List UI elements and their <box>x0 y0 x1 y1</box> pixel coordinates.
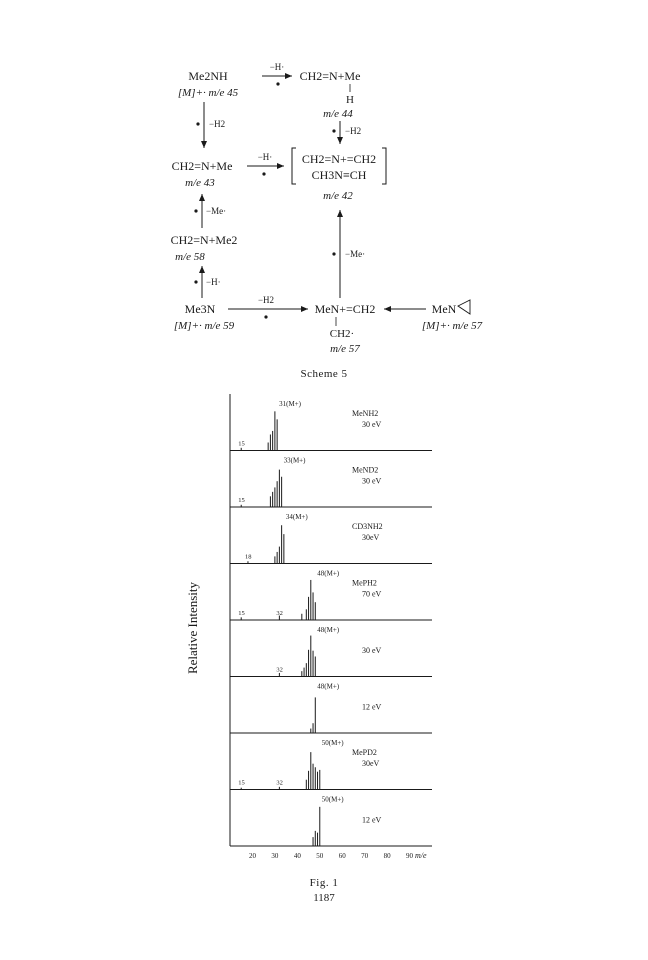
peak-mass-label: 32 <box>276 667 283 674</box>
page-number: 1187 <box>313 892 335 904</box>
metastable-dot-icon <box>194 280 198 284</box>
molecular-ion-label: 33(M+) <box>284 457 307 465</box>
substituent-h: H <box>346 94 354 106</box>
arrow-label: −H· <box>206 277 221 287</box>
node-dimethylamine: Me2NH [M]+· m/e 45 <box>178 69 239 99</box>
x-tick-label: 90 <box>406 852 414 860</box>
peak-mass-label: 15 <box>238 441 245 448</box>
formula-m44: CH2=N+Me <box>300 69 361 83</box>
arrow-label: −Me· <box>206 206 226 216</box>
energy-label: 70 eV <box>362 590 382 599</box>
formula-m43: CH2=N+Me <box>172 159 233 173</box>
label-m43: m/e 43 <box>185 177 215 189</box>
compound-label: MeNH2 <box>352 409 378 418</box>
formula-m42-a: CH2=N+=CH2 <box>302 152 376 166</box>
x-tick-label: 70 <box>361 852 369 860</box>
peak-mass-label: 18 <box>245 554 252 561</box>
node-m43: CH2=N+Me m/e 43 <box>172 159 233 189</box>
substituent-ch2: CH2· <box>330 328 354 340</box>
compound-label: MePD2 <box>352 748 377 757</box>
molecular-ion-label: 48(M+) <box>317 570 340 578</box>
label-m57: m/e 57 <box>330 343 360 355</box>
formula-dimethylamine: Me2NH <box>188 69 228 83</box>
label-m58: m/e 58 <box>175 251 205 263</box>
label-aziridine: [M]+· m/e 57 <box>422 320 483 332</box>
metastable-dot-icon <box>332 252 336 256</box>
x-axis-unit: m/e <box>415 851 427 860</box>
x-tick-label: 80 <box>384 852 392 860</box>
molecular-ion-label: 50(M+) <box>322 739 345 747</box>
node-m57: MeN+=CH2 CH2· m/e 57 <box>315 302 376 355</box>
metastable-dot-icon <box>276 82 280 86</box>
arrow-44-to-42: −H2 <box>332 121 361 144</box>
x-tick-label: 50 <box>316 852 324 860</box>
molecular-ion-label: 50(M+) <box>322 796 345 804</box>
peak-mass-label: 15 <box>238 780 245 787</box>
label-m44: m/e 44 <box>323 108 353 120</box>
energy-label: 12 eV <box>362 816 382 825</box>
arrow-label: −H· <box>258 152 273 162</box>
metastable-dot-icon <box>194 209 198 213</box>
energy-label: 30eV <box>362 759 380 768</box>
compound-label: MeND2 <box>352 466 378 475</box>
label-m59: [M]+· m/e 59 <box>174 320 235 332</box>
x-tick-label: 60 <box>339 852 347 860</box>
node-m44: CH2=N+Me H m/e 44 <box>300 69 361 120</box>
aziridine-ring-icon <box>457 299 471 315</box>
arrow-57-to-42: −Me· <box>332 210 365 298</box>
formula-m58: CH2=N+Me2 <box>171 233 238 247</box>
compound-label: MePH2 <box>352 579 377 588</box>
arrow-58-to-43: −Me· <box>194 194 226 228</box>
x-tick-label: 20 <box>249 852 257 860</box>
energy-label: 30 eV <box>362 420 382 429</box>
metastable-dot-icon <box>262 172 266 176</box>
scheme-caption: Scheme 5 <box>300 368 348 380</box>
node-trimethylamine: Me3N [M]+· m/e 59 <box>174 302 235 332</box>
energy-label: 12 eV <box>362 703 382 712</box>
peak-mass-label: 32 <box>276 780 283 787</box>
arrow-45-to-44: −H· <box>262 62 292 86</box>
bracket-left <box>291 147 296 185</box>
formula-m42-b: CH3N≡CH <box>312 168 367 182</box>
node-m42: CH2=N+=CH2 CH3N≡CH m/e 42 <box>291 147 387 202</box>
arrow-label: −H2 <box>345 126 361 136</box>
molecular-ion-label: 34(M+) <box>286 513 309 521</box>
metastable-dot-icon <box>264 315 268 319</box>
arrow-59-to-57: −H2 <box>228 295 308 319</box>
energy-label: 30 eV <box>362 477 382 486</box>
metastable-dot-icon <box>196 122 200 126</box>
arrow-43-to-42: −H· <box>247 152 284 176</box>
energy-label: 30 eV <box>362 646 382 655</box>
arrow-59-to-58: −H· <box>194 266 221 298</box>
x-tick-label: 30 <box>271 852 279 860</box>
peak-mass-label: 15 <box>238 497 245 504</box>
label-m45: [M]+· m/e 45 <box>178 87 239 99</box>
label-m42: m/e 42 <box>323 190 353 202</box>
formula-aziridine: MeN <box>432 302 457 316</box>
molecular-ion-label: 31(M+) <box>279 400 302 408</box>
metastable-dot-icon <box>332 129 336 133</box>
node-m58: CH2=N+Me2 m/e 58 <box>171 233 238 263</box>
peak-mass-label: 15 <box>238 610 245 617</box>
compound-label: CD3NH2 <box>352 522 383 531</box>
arrow-45-to-43: −H2 <box>196 102 225 148</box>
peak-mass-label: 32 <box>276 610 283 617</box>
node-aziridine: MeN [M]+· m/e 57 <box>422 299 483 332</box>
molecular-ion-label: 48(M+) <box>317 683 340 691</box>
arrow-label: −Me· <box>345 249 365 259</box>
arrow-label: −H2 <box>258 295 274 305</box>
reaction-scheme: Me2NH [M]+· m/e 45 CH2=N+Me H m/e 44 CH2… <box>171 62 483 355</box>
figure-caption: Fig. 1 <box>309 877 339 889</box>
arrow-label: −H· <box>270 62 285 72</box>
formula-m57: MeN+=CH2 <box>315 302 376 316</box>
arrow-label: −H2 <box>209 119 225 129</box>
bracket-right <box>382 147 387 185</box>
molecular-ion-label: 48(M+) <box>317 626 340 634</box>
formula-trimethylamine: Me3N <box>185 302 216 316</box>
energy-label: 30eV <box>362 533 380 542</box>
x-tick-label: 40 <box>294 852 302 860</box>
